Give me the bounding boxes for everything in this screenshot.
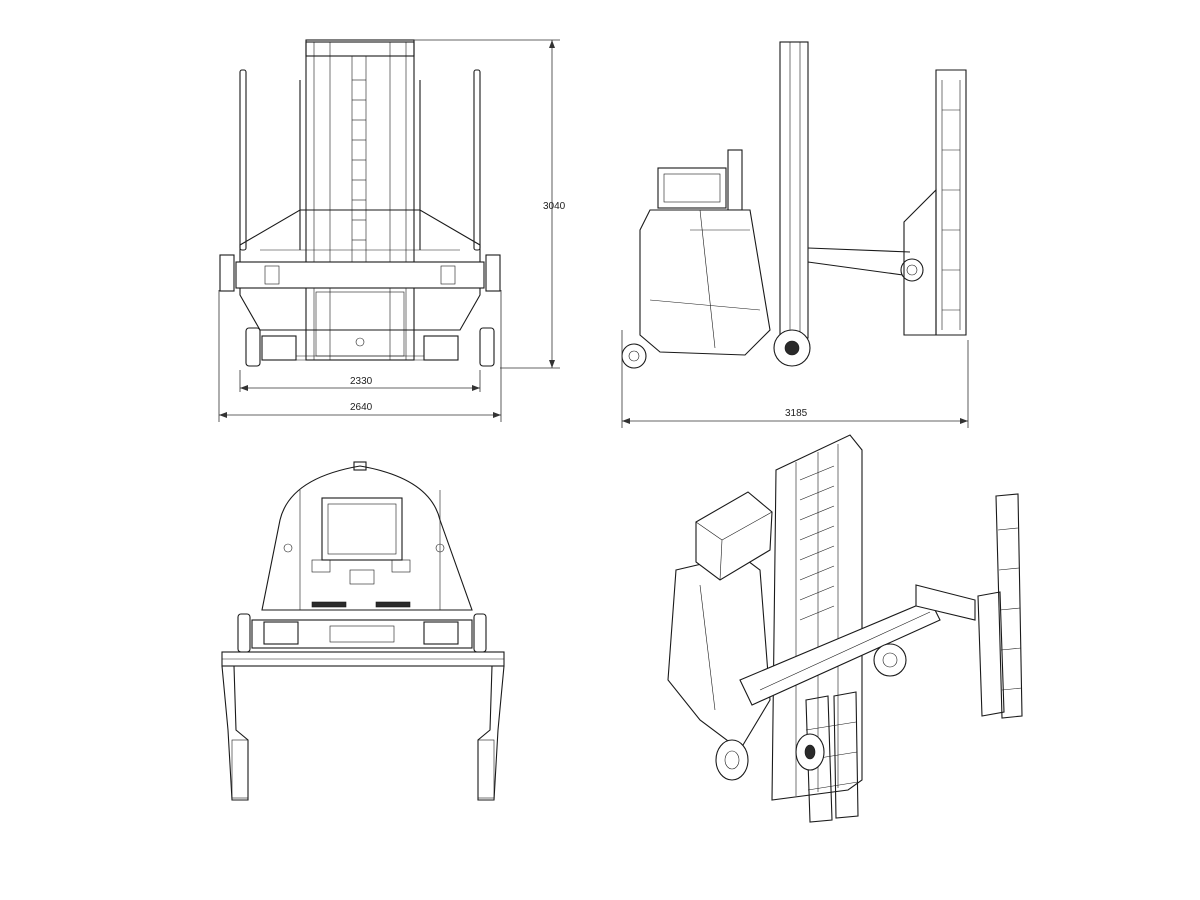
outer-width-label: 2640 — [350, 402, 373, 413]
length-label: 3185 — [785, 408, 808, 419]
mast-chain — [799, 465, 835, 621]
dimension-length: 3185 — [621, 330, 969, 428]
clamp-ladder — [977, 493, 1023, 719]
side-view: 3185 — [621, 41, 969, 428]
dimension-height: 3040 — [414, 39, 566, 369]
dimension-outer-width: 2640 — [218, 290, 502, 422]
lift-chain — [351, 55, 367, 277]
front-view: 3040 2330 2640 — [218, 39, 566, 422]
isometric-view — [667, 434, 1023, 823]
dimension-inner-width: 2330 — [239, 370, 481, 392]
inner-width-label: 2330 — [350, 376, 373, 387]
rear-view — [221, 461, 505, 801]
clamp-frame — [903, 69, 967, 336]
front-fork — [805, 691, 859, 823]
height-label: 3040 — [543, 201, 566, 212]
